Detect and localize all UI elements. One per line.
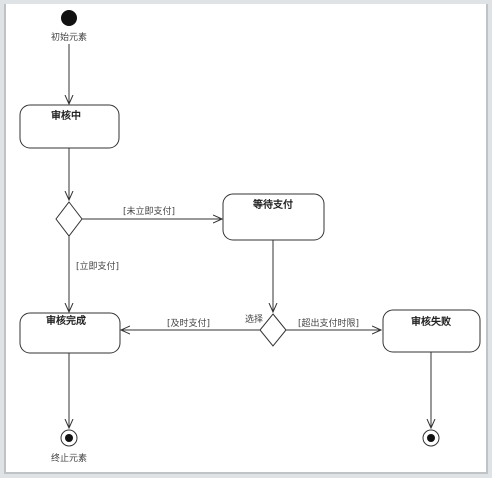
state-review-complete-label: 审核完成 <box>46 314 86 327</box>
start-node-label: 初始元素 <box>51 31 87 43</box>
edge-label-paid-now: [立即支付] <box>76 260 119 272</box>
end-node-label: 终止元素 <box>51 452 87 464</box>
decision-node-choice <box>259 313 287 347</box>
end-node-failed-core <box>427 434 435 442</box>
decision-node-payment <box>55 201 83 237</box>
edge-label-overdue: [超出支付时限] <box>298 317 359 329</box>
state-review-failed-label: 审核失败 <box>411 315 451 328</box>
decision-choice-label: 选择 <box>245 313 263 325</box>
state-review-complete <box>19 312 121 354</box>
start-node <box>61 10 77 26</box>
edge-label-paid-in-time: [及时支付] <box>167 317 210 329</box>
state-reviewing-label: 审核中 <box>51 109 81 122</box>
end-node-success-core <box>65 434 73 442</box>
state-waiting-payment-label: 等待支付 <box>253 198 293 211</box>
edge-label-not-paid-now: [未立即支付] <box>123 205 175 217</box>
